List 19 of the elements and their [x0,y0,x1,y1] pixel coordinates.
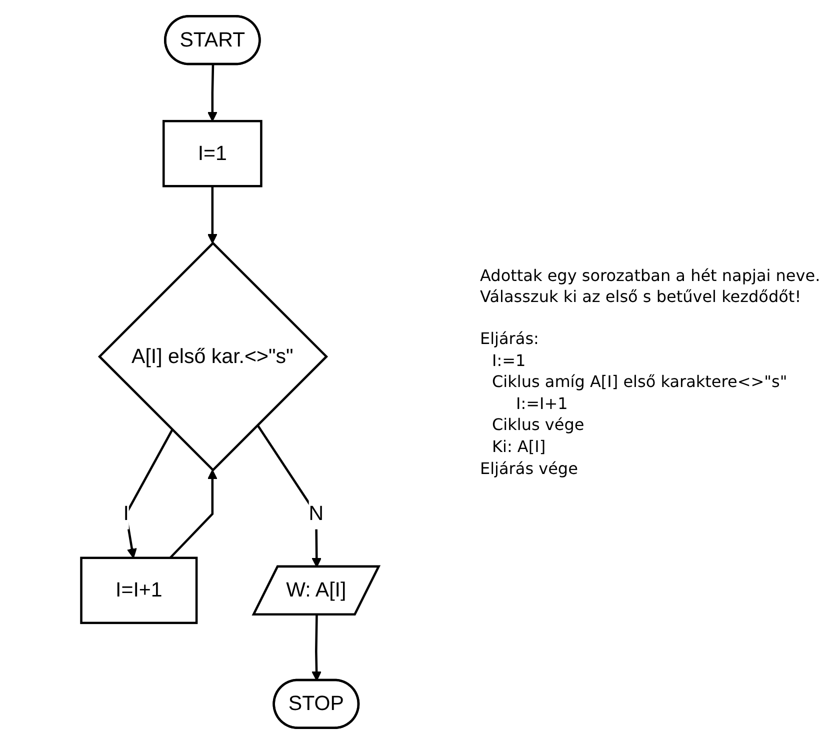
node-box: I=I+1 [80,556,198,624]
pseudocode-line: Adottak egy sorozatban a hét napjai neve. [480,264,820,286]
arrow [124,429,174,558]
pseudocode-line: Eljárás: [480,328,540,350]
edge-label: N [308,502,324,525]
pseudocode-line: Ki: A[I] [491,436,547,458]
pseudocode-line: I:=1 [491,350,527,372]
edge-label: I [123,502,129,525]
node-diamond: A[I] első kar.<>"s" [98,242,328,472]
pseudocode-line: Ciklus vége [491,414,586,436]
arrow [169,470,218,559]
pseudocode-line: Ciklus amíg A[I] első karaktere<>"s" [491,371,788,393]
node-box: I=1 [162,120,262,188]
pseudocode-line: I:=I+1 [515,392,569,414]
pseudocode-line: Válasszuk ki az első s betűvel kezdődőt! [480,286,802,308]
arrow [312,614,322,681]
arrow [207,186,218,244]
pseudocode-line: Eljárás vége [480,458,579,480]
arrow [207,64,218,122]
